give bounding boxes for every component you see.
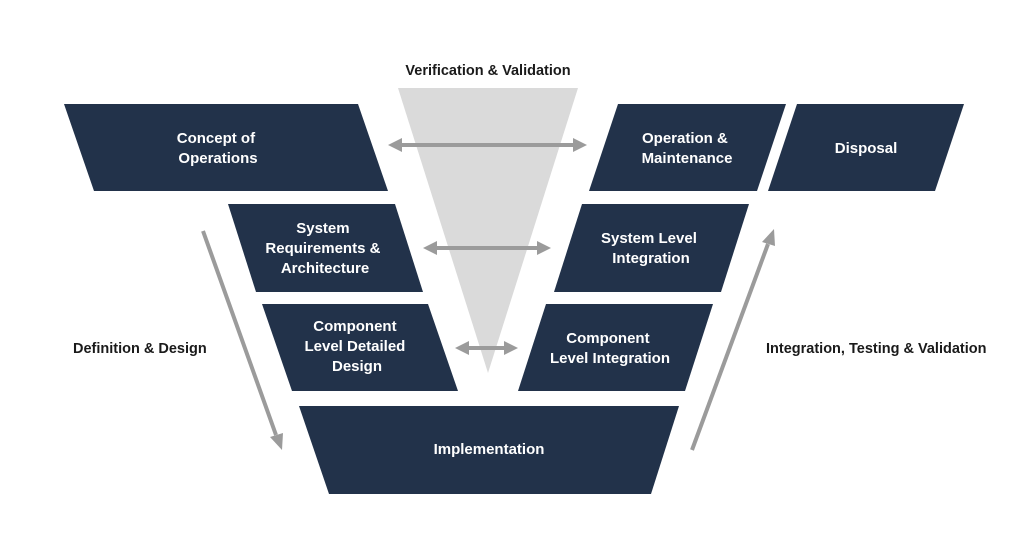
svg-text:Operation & Maintenance: Operation & Maintenance	[642, 130, 733, 167]
box-operation-maintenance: Operation & Maintenance	[589, 104, 786, 191]
svg-text:Component Level Integrat: Component Level Integration	[550, 330, 670, 367]
box-system-level-integration: System Level Integration	[554, 204, 749, 292]
svg-text:Disposal: Disposal	[835, 140, 898, 157]
box-component-level-integration: Component Level Integration	[518, 304, 713, 391]
double-arrow-bottom	[455, 341, 518, 355]
box-system-requirements-architecture: System Requirements & Architecture	[228, 204, 423, 292]
arrow-up-integration	[690, 229, 775, 451]
svg-text:Concept of Operations: Concept of Operations	[177, 130, 260, 167]
svg-text:Implementation: Implementation	[434, 441, 545, 458]
double-arrow-top	[388, 138, 587, 152]
svg-text:System Level Integration: System Level Integration	[601, 230, 701, 267]
verification-validation-label: Verification & Validation	[405, 63, 570, 79]
svg-text:System Requirements &: System Requirements & Architecture	[265, 220, 384, 277]
double-arrow-middle	[423, 241, 551, 255]
box-disposal: Disposal	[768, 104, 964, 191]
integration-testing-validation-label: Integration, Testing & Validation	[766, 341, 986, 357]
verification-validation-triangle	[398, 88, 578, 373]
box-concept-of-operations: Concept of Operations	[64, 104, 388, 191]
definition-design-label: Definition & Design	[73, 341, 207, 357]
arrow-down-definition	[201, 230, 283, 450]
box-component-level-detailed-design: Component Level Detailed Design	[262, 304, 458, 391]
box-implementation: Implementation	[299, 406, 679, 494]
svg-text:Component Level Detailed: Component Level Detailed Design	[304, 318, 409, 375]
